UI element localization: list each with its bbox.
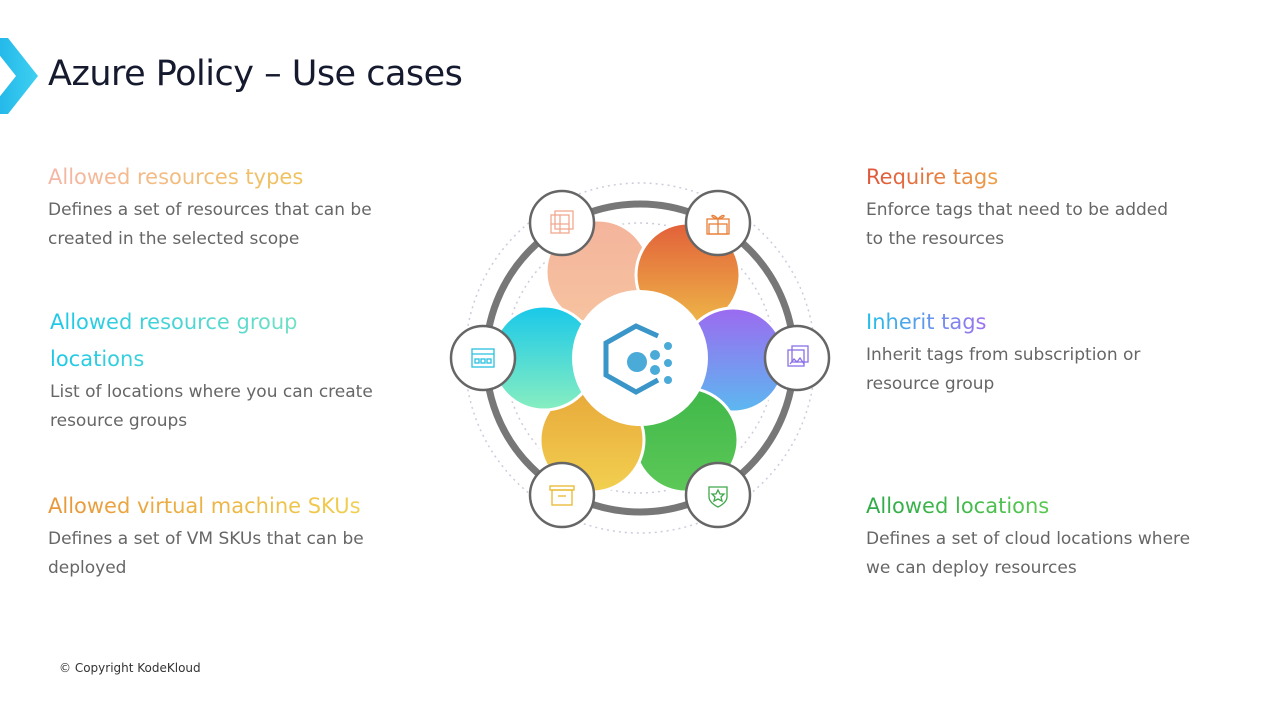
copyright-footer: © Copyright KodeKloud — [59, 661, 201, 675]
node-inherit-tags — [763, 324, 831, 392]
use-case-allowed-locations: Allowed locations Defines a set of cloud… — [866, 488, 1206, 583]
box-icon — [549, 485, 575, 506]
use-case-allowed-rg-locations: Allowed resource group locations List of… — [50, 304, 380, 436]
use-case-description: Enforce tags that need to be added to th… — [866, 200, 1169, 249]
node-vm-skus — [528, 461, 596, 529]
use-case-heading: Allowed resources types — [48, 159, 303, 196]
use-case-description: Defines a set of resources that can be c… — [48, 200, 372, 249]
node-rg-locations — [449, 324, 517, 392]
use-case-require-tags: Require tags Enforce tags that need to b… — [866, 159, 1186, 254]
use-case-allowed-vm-skus: Allowed virtual machine SKUs Defines a s… — [48, 488, 388, 583]
node-allowed-locations — [684, 461, 752, 529]
resources-grid-icon — [550, 210, 574, 234]
use-case-heading: Inherit tags — [866, 304, 986, 341]
use-case-heading: Allowed resource group locations — [50, 304, 380, 378]
use-case-inherit-tags: Inherit tags Inherit tags from subscript… — [866, 304, 1186, 399]
use-case-description: Defines a set of VM SKUs that can be dep… — [48, 529, 364, 578]
node-resource-types — [528, 189, 596, 257]
use-case-heading: Allowed virtual machine SKUs — [48, 488, 361, 525]
use-case-heading: Require tags — [866, 159, 998, 196]
use-case-description: Defines a set of cloud locations where w… — [866, 529, 1191, 578]
gift-icon — [706, 214, 730, 235]
storefront-icon — [471, 348, 495, 368]
use-case-heading: Allowed locations — [866, 488, 1049, 525]
shield-star-icon — [708, 486, 728, 508]
use-cases-diagram — [449, 182, 831, 534]
chevron-logo-icon — [0, 38, 38, 114]
page-title: Azure Policy – Use cases — [48, 54, 463, 94]
use-case-allowed-resource-types: Allowed resources types Defines a set of… — [48, 159, 408, 254]
use-case-description: Inherit tags from subscription or resour… — [866, 345, 1141, 394]
azure-policy-icon — [603, 323, 672, 395]
images-icon — [787, 345, 809, 367]
use-case-description: List of locations where you can create r… — [50, 382, 373, 431]
